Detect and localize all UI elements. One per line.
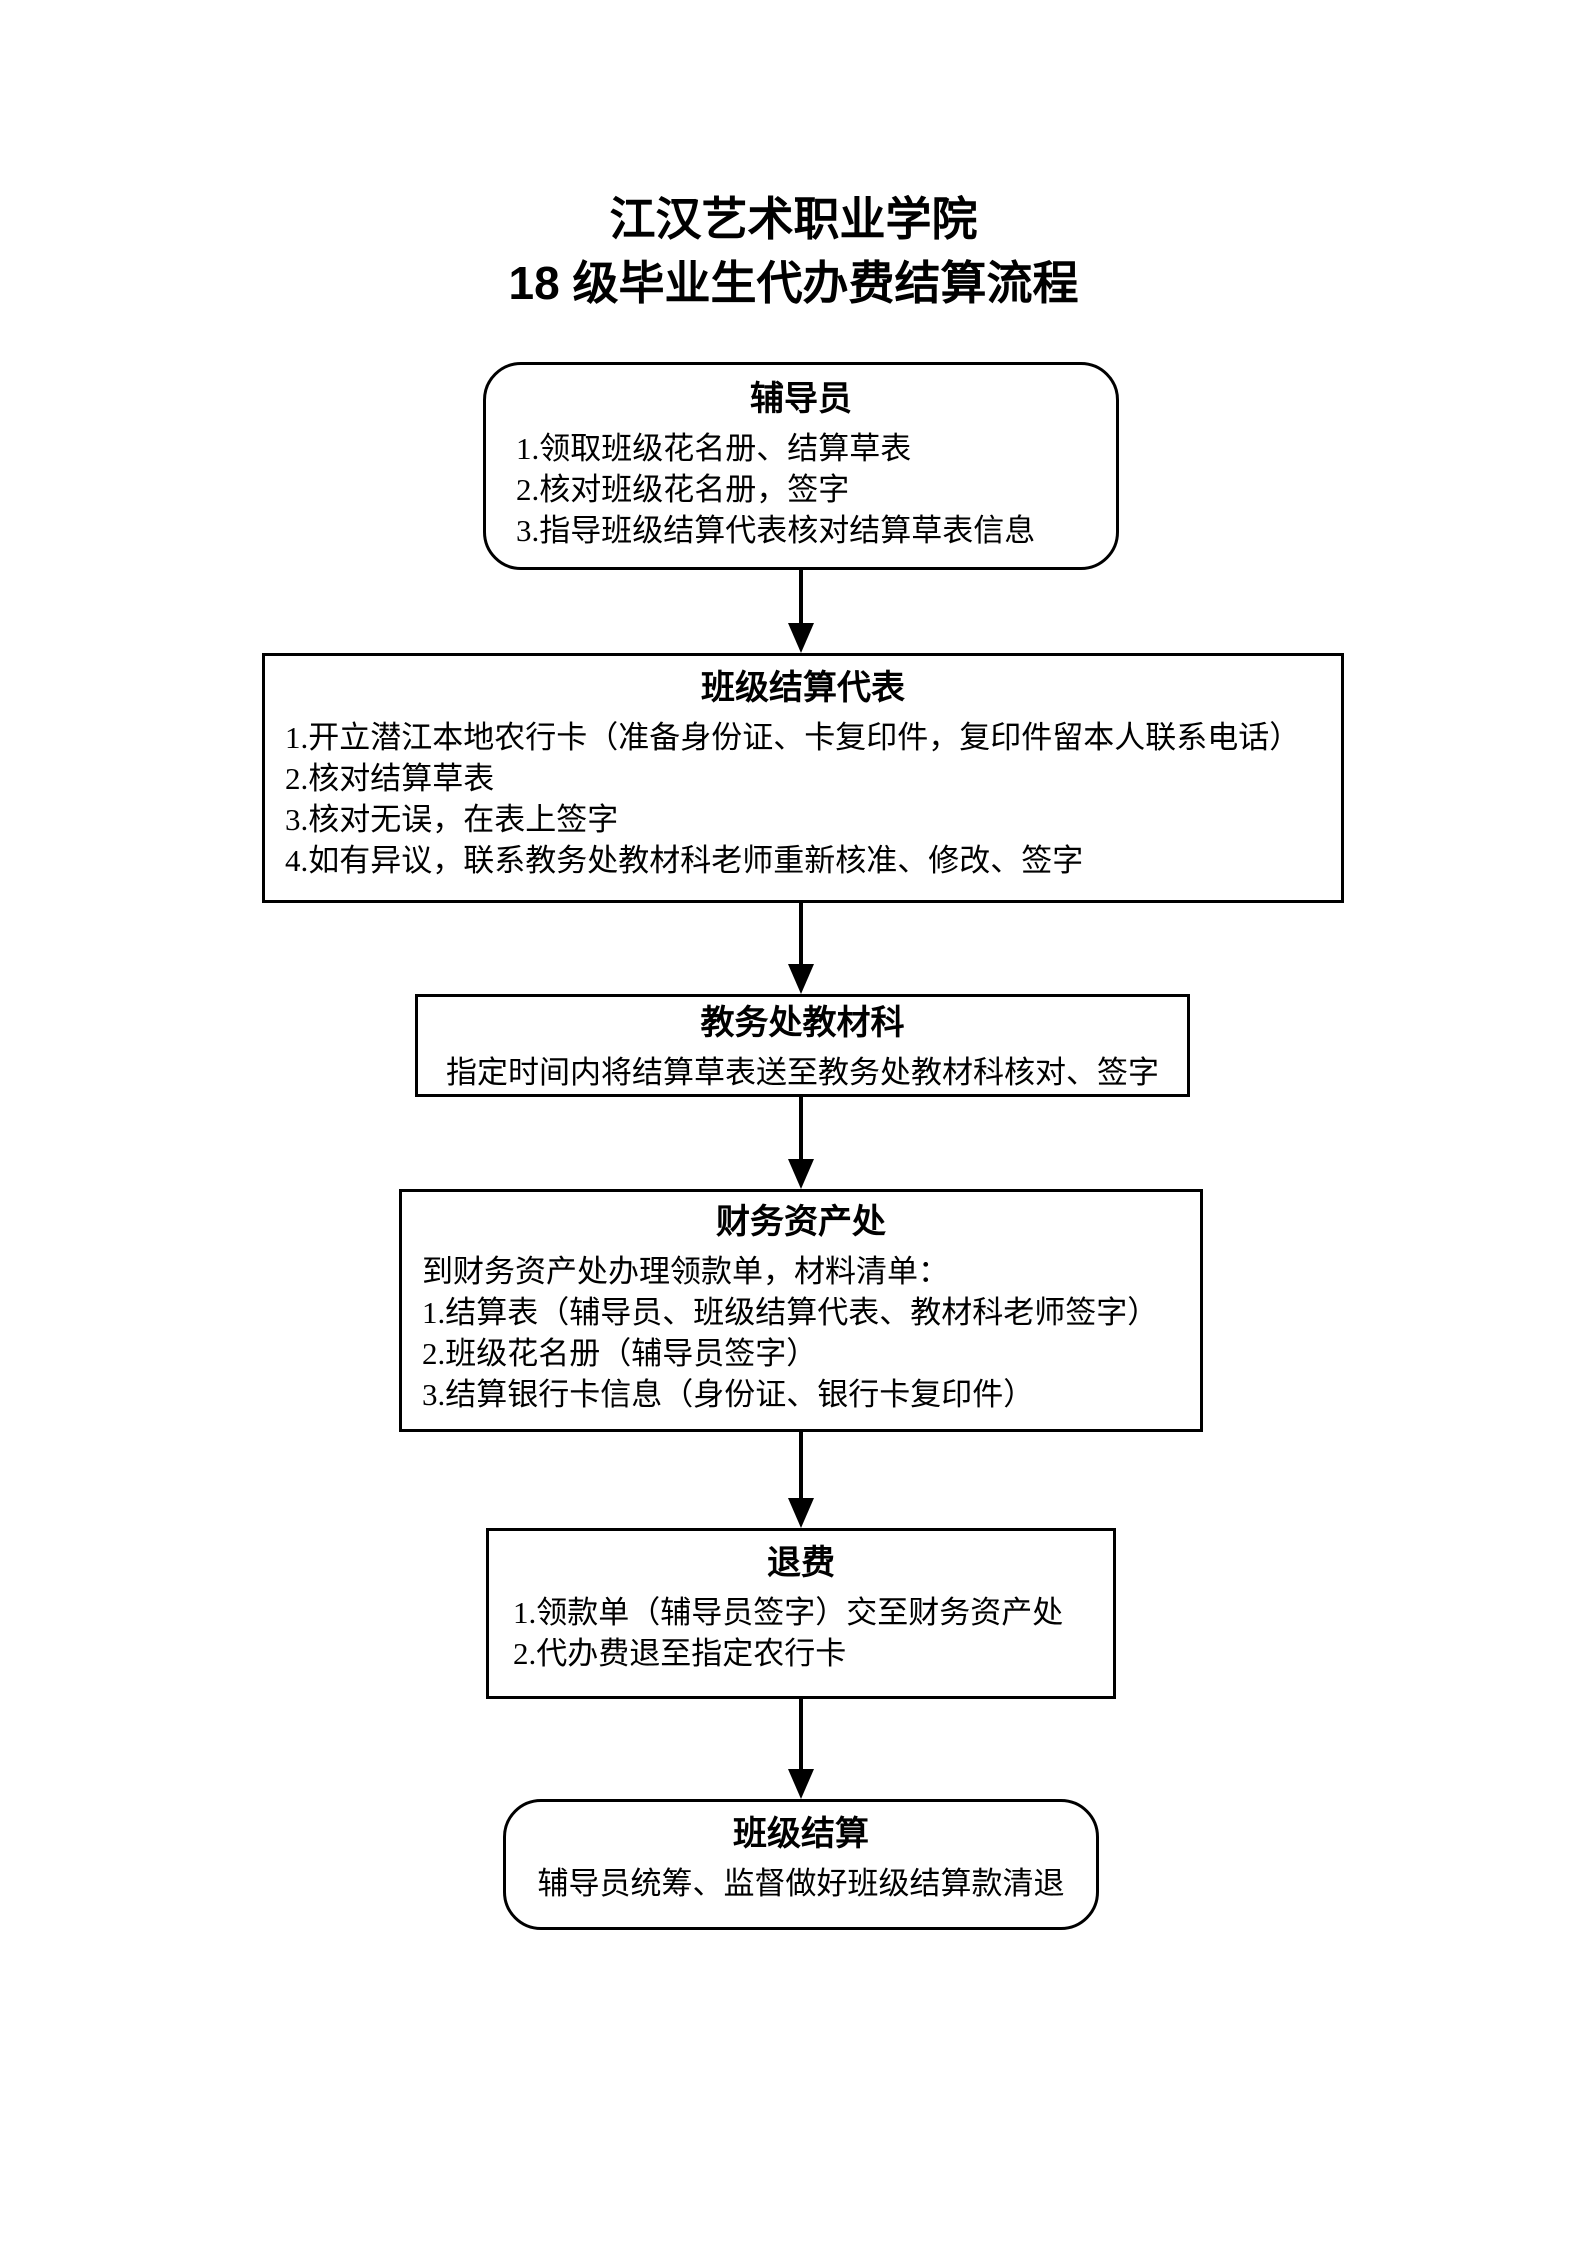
flow-node-class-rep: 班级结算代表 1.开立潜江本地农行卡（准备身份证、卡复印件，复印件留本人联系电话… xyxy=(262,653,1344,903)
flow-node-textbook-section: 教务处教材科 指定时间内将结算草表送至教务处教材科核对、签字 xyxy=(415,994,1190,1097)
arrow-shaft xyxy=(799,1699,803,1769)
node-line: 2.核对结算草表 xyxy=(285,761,495,796)
flow-node-refund: 退费 1.领款单（辅导员签字）交至财务资产处 2.代办费退至指定农行卡 xyxy=(486,1528,1116,1699)
node-line: 到财务资产处办理领款单，材料清单： xyxy=(422,1254,949,1289)
flow-arrow-1 xyxy=(788,570,814,653)
flow-arrow-4 xyxy=(788,1432,814,1528)
flow-arrow-3 xyxy=(788,1097,814,1189)
arrow-shaft xyxy=(799,1432,803,1498)
arrow-shaft xyxy=(799,570,803,623)
node-line: 2.班级花名册（辅导员签字） xyxy=(422,1336,818,1371)
node-title: 教务处教材科 xyxy=(700,1004,905,1042)
node-line: 3.结算银行卡信息（身份证、银行卡复印件） xyxy=(422,1377,1035,1412)
node-line: 1.开立潜江本地农行卡（准备身份证、卡复印件，复印件留本人联系电话） xyxy=(285,720,1301,755)
page-title-line2: 18 级毕业生代办费结算流程 xyxy=(508,257,1079,309)
flow-node-finance-office: 财务资产处 到财务资产处办理领款单，材料清单： 1.结算表（辅导员、班级结算代表… xyxy=(399,1189,1203,1432)
flow-arrow-2 xyxy=(788,903,814,994)
page-title-line1: 江汉艺术职业学院 xyxy=(609,193,978,245)
node-title: 财务资产处 xyxy=(716,1203,886,1241)
node-line: 2.核对班级花名册，签字 xyxy=(516,472,850,507)
flow-node-counselor: 辅导员 1.领取班级花名册、结算草表 2.核对班级花名册，签字 3.指导班级结算… xyxy=(483,362,1119,570)
node-line: 2.代办费退至指定农行卡 xyxy=(513,1636,847,1671)
flow-node-class-settlement: 班级结算 辅导员统筹、监督做好班级结算款清退 xyxy=(503,1799,1099,1930)
arrow-down-icon xyxy=(788,1769,814,1799)
arrow-shaft xyxy=(799,1097,803,1159)
arrow-shaft xyxy=(799,903,803,964)
arrow-down-icon xyxy=(788,623,814,653)
arrow-down-icon xyxy=(788,1159,814,1189)
node-line: 1.结算表（辅导员、班级结算代表、教材科老师签字） xyxy=(422,1295,1159,1330)
node-line: 1.领款单（辅导员签字）交至财务资产处 xyxy=(513,1595,1064,1630)
flow-arrow-5 xyxy=(788,1699,814,1799)
arrow-down-icon xyxy=(788,964,814,994)
node-title: 班级结算代表 xyxy=(701,669,905,707)
node-line: 1.领取班级花名册、结算草表 xyxy=(516,431,912,466)
node-title: 退费 xyxy=(767,1544,835,1582)
node-line: 4.如有异议，联系教务处教材科老师重新核准、修改、签字 xyxy=(285,843,1084,878)
node-line: 辅导员统筹、监督做好班级结算款清退 xyxy=(537,1866,1065,1901)
node-line: 3.指导班级结算代表核对结算草表信息 xyxy=(516,513,1036,548)
node-title: 辅导员 xyxy=(750,380,852,418)
node-title: 班级结算 xyxy=(733,1815,869,1853)
node-line: 指定时间内将结算草表送至教务处教材科核对、签字 xyxy=(446,1055,1159,1090)
node-line: 3.核对无误，在表上签字 xyxy=(285,802,619,837)
arrow-down-icon xyxy=(788,1498,814,1528)
